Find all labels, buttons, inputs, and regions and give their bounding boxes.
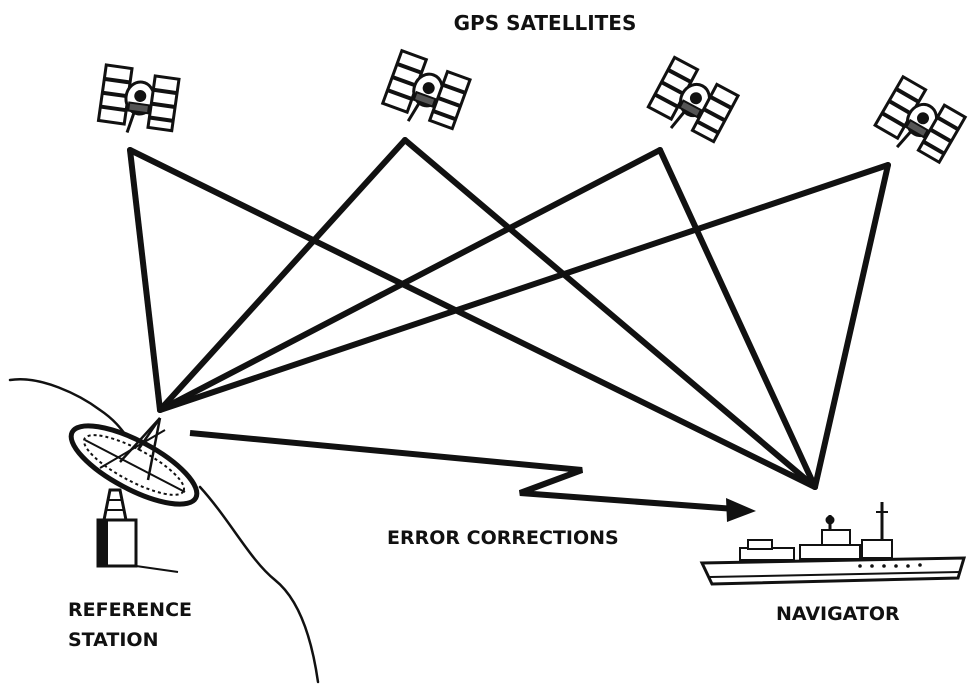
error-corrections-label: ERROR CORRECTIONS	[387, 527, 619, 549]
satellite-icon	[645, 57, 740, 148]
coastline	[8, 377, 320, 684]
reference-station	[68, 417, 200, 573]
signal-line-sat2-nav	[402, 137, 818, 490]
error-correction-link	[189, 430, 756, 522]
satellite-2	[377, 48, 474, 139]
signal-line-sat3-nav	[657, 147, 818, 490]
signal-line-sat1-ref	[127, 147, 163, 413]
signal-lines	[127, 137, 891, 490]
arrow-head	[726, 498, 756, 522]
signal-line-sat4-ref	[157, 162, 891, 413]
gps-satellites-title: GPS SATELLITES	[454, 11, 637, 35]
satellite-1	[95, 62, 182, 141]
satellite-icon	[95, 62, 182, 141]
navigator-ship	[699, 502, 967, 586]
signal-line-sat1-nav	[127, 147, 818, 490]
satellite-4	[869, 74, 968, 172]
signal-line-sat4-nav	[812, 162, 891, 490]
reference-station-label-line2: STATION	[68, 629, 158, 651]
satellite-icon	[377, 48, 474, 139]
navigator-label: NAVIGATOR	[776, 603, 900, 625]
zigzag-arrow-icon	[189, 430, 736, 512]
satellite-icon	[869, 74, 968, 172]
reference-station-label-line1: REFERENCE	[68, 599, 192, 621]
satellite-3	[645, 57, 740, 148]
signal-line-sat3-ref	[157, 147, 663, 413]
signal-line-sat2-ref	[157, 137, 408, 413]
ship-icon	[699, 502, 967, 586]
satellite-dish-icon	[68, 417, 200, 573]
